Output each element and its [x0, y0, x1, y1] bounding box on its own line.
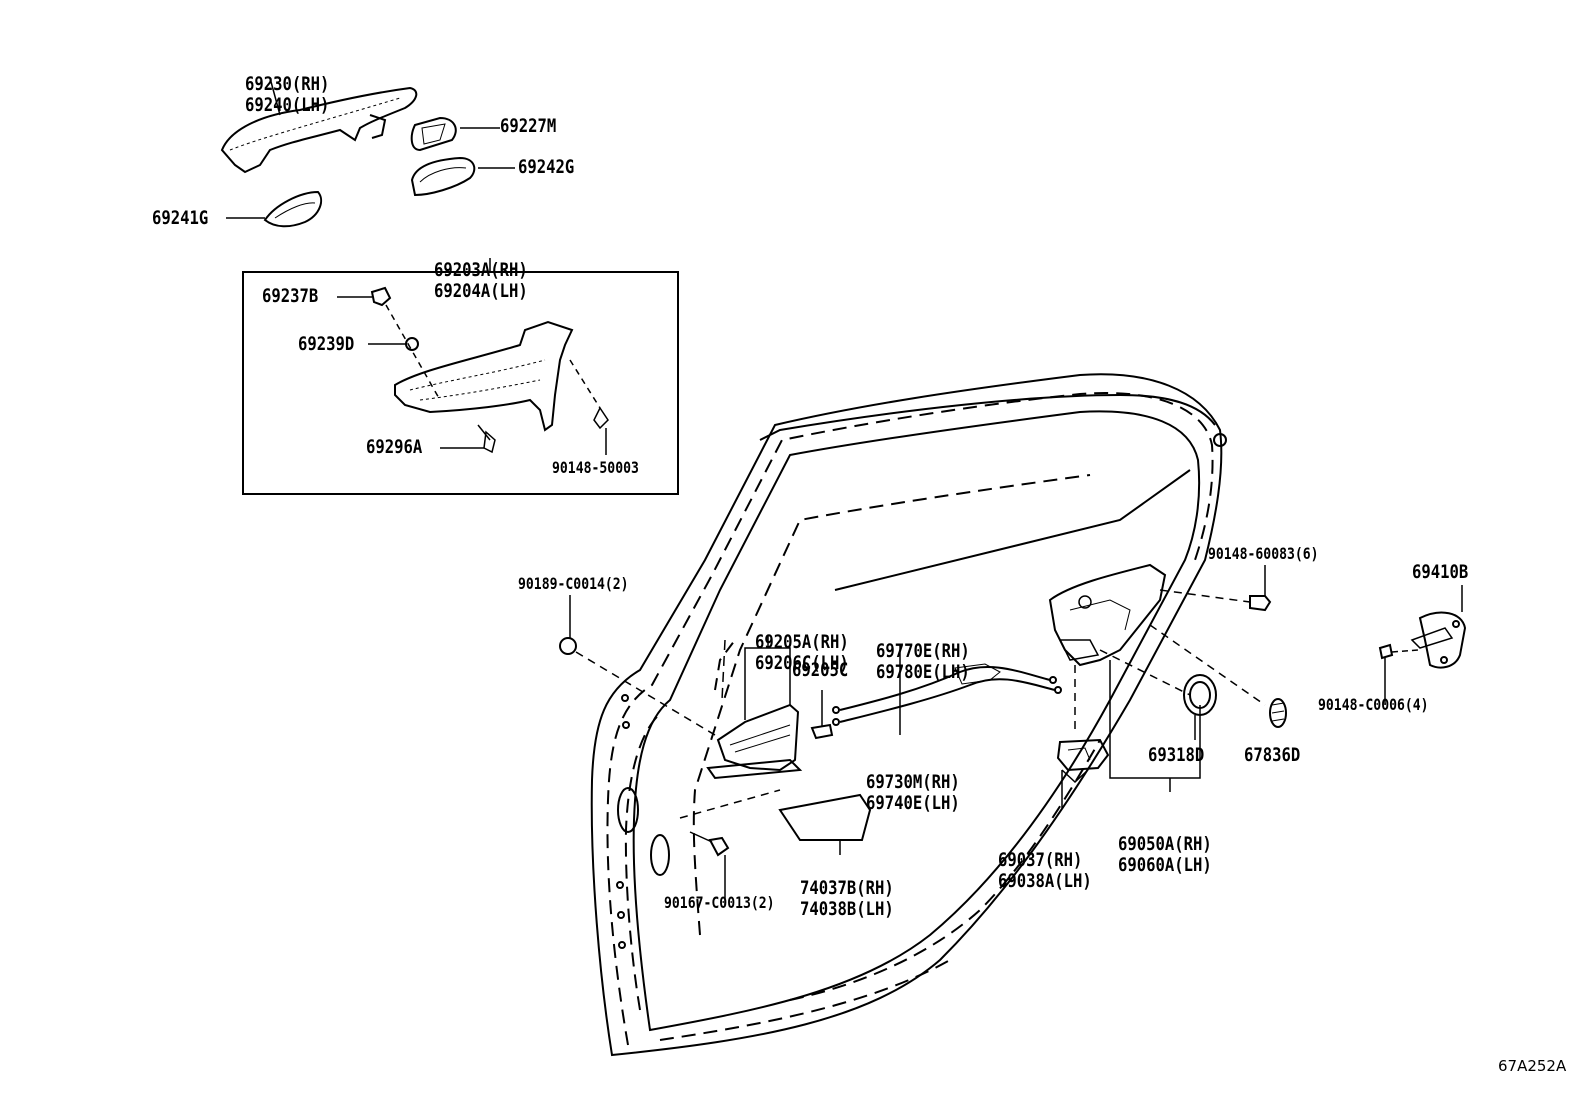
label-69241G: 69241G: [152, 207, 209, 229]
label-69037: 69037(RH)69038A(LH): [998, 849, 1092, 892]
inside-handle-drawing: [560, 595, 832, 778]
label-69242G: 69242G: [518, 156, 575, 178]
label-90189-C0014: 90189-C0014(2): [518, 574, 629, 593]
label-69227M: 69227M: [500, 115, 557, 137]
label-69237B: 69237B: [262, 285, 319, 307]
handle-pad-small-drawing: [226, 192, 321, 226]
grommet-drawing: [1184, 675, 1216, 740]
outside-handle-drawing: [222, 78, 416, 172]
handle-cap-drawing: [412, 118, 500, 150]
label-90148-50003: 90148-50003: [552, 458, 639, 477]
label-90148-C0006: 90148-C0006(4): [1318, 695, 1429, 714]
label-outside-handle: 69230(RH)69240(LH): [245, 73, 330, 116]
label-inside-handle: 69205A(RH)69206C(LH): [755, 631, 849, 674]
label-cable-lower: 69730M(RH)69740E(LH): [866, 771, 960, 814]
label-cable-upper: 69770E(RH)69780E(LH): [876, 640, 970, 683]
label-90148-60083: 90148-60083(6): [1208, 544, 1319, 563]
cushion-drawing: [1270, 699, 1286, 727]
label-69239D: 69239D: [298, 333, 355, 355]
rear-door-panel: [592, 374, 1226, 1055]
label-67836D: 67836D: [1244, 744, 1301, 766]
control-cables: [833, 645, 1061, 735]
bolt-drawing: [1250, 565, 1270, 610]
lock-switch-drawing: [1058, 740, 1108, 808]
diagram-id: 67A252A: [1498, 1057, 1567, 1075]
cover-drawing: [780, 795, 870, 855]
label-69296A: 69296A: [366, 436, 423, 458]
screw-drawing: [680, 790, 780, 905]
door-lock-drawing: [1050, 565, 1265, 792]
label-69205C: 69205C: [792, 659, 849, 681]
label-69318D: 69318D: [1148, 744, 1205, 766]
label-90167-C0013: 90167-C0013(2): [664, 893, 775, 912]
striker-drawing: [1380, 585, 1465, 705]
label-cover: 74037B(RH)74038B(LH): [800, 877, 894, 920]
frame-assembly-box: [243, 258, 678, 494]
label-frame-assembly: 69203A(RH)69204A(LH): [434, 259, 528, 302]
label-69410B: 69410B: [1412, 561, 1469, 583]
label-lock-assembly: 69050A(RH)69060A(LH): [1118, 833, 1212, 876]
handle-pad-drawing: [412, 158, 515, 195]
